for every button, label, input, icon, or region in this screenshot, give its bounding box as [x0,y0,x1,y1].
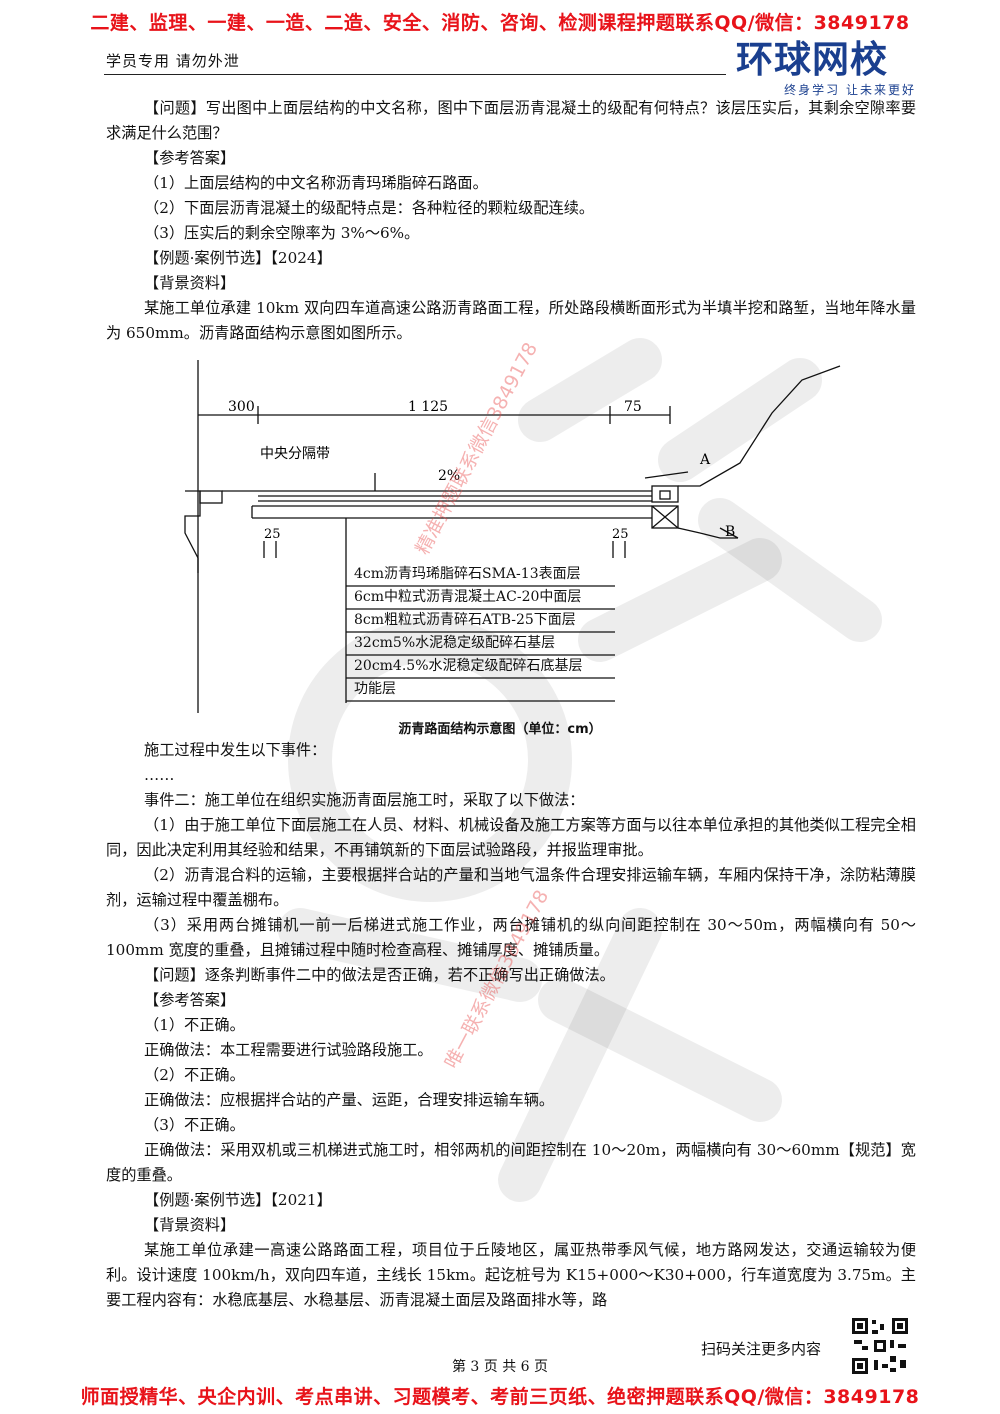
event-item: （2）沥青混合料的运输，主要根据拌合站的产量和当地气温条件合理安排运输车辆，车厢… [106,866,916,909]
answer-item: （1）不正确。 [144,1016,245,1034]
slope-label: 2% [438,468,460,484]
layer-label: 20cm4.5%水泥稳定级配碎石底基层 [354,658,583,674]
pavement-structure-diagram: 300 1 125 75 中央分隔带 2% A B 25 25 4cm沥青玛琋脂… [140,358,860,738]
offset-right-label: 25 [612,527,629,542]
page-number: 第 3 页 共 6 页 [451,1359,549,1375]
correct-practice: 正确做法：本工程需要进行试验路段施工。 [144,1041,433,1059]
answer-label: 【参考答案】 [144,149,236,167]
qr-code-icon[interactable] [850,1316,910,1376]
section-events: 施工过程中发生以下事件： …… 事件二：施工单位在组织实施沥青面层施工时，采取了… [106,738,916,1313]
example-heading: 【例题·案例节选】【2024】 [144,249,332,267]
correct-practice: 正确做法：应根据拌合站的产量、运距，合理安排运输车辆。 [144,1091,555,1109]
background-label: 【背景资料】 [144,274,236,292]
bottom-promo-banner: 师面授精华、央企内训、考点串讲、习题模考、考前三页纸、绝密押题联系QQ/微信：3… [80,1386,920,1408]
event-heading: 事件二：施工单位在组织实施沥青面层施工时，采取了以下做法： [144,791,585,809]
layer-label: 32cm5%水泥稳定级配碎石基层 [354,635,556,651]
header-confidential-note: 学员专用 请勿外泄 [106,52,240,70]
dim-left-label: 300 [228,399,255,415]
top-promo-banner: 二建、监理、一建、一造、二造、安全、消防、咨询、检测课程押题联系QQ/微信：38… [90,12,910,34]
pavement-cross-section: 300 1 125 75 中央分隔带 2% A B 25 25 [184,360,841,713]
label-a: A [699,452,711,468]
dim-right-label: 75 [624,399,642,415]
answer-label: 【参考答案】 [144,991,236,1009]
scan-prompt: 扫码关注更多内容 [701,1340,822,1358]
layer-label: 8cm粗粒式沥青碎石ATB-25下面层 [354,612,576,628]
dim-mid-label: 1 125 [408,399,448,415]
correct-practice: 正确做法：采用双机或三机梯进式施工时，相邻两机的间距控制在 10～20m，两幅横… [106,1141,916,1184]
answer-item: （2）不正确。 [144,1066,245,1084]
section-question-1: 【问题】写出图中上面层结构的中文名称，图中下面层沥青混凝土的级配有何特点？该层压… [106,96,916,346]
layer-label: 6cm中粒式沥青混凝土AC-20中面层 [354,589,582,605]
ellipsis: …… [144,766,175,784]
background-text: 某施工单位承建一高速公路路面工程，项目位于丘陵地区，属亚热带季风气候，地方路网发… [106,1241,916,1309]
logo-slogan: 终身学习 让未来更好 [784,83,916,97]
background-label: 【背景资料】 [144,1216,236,1234]
events-intro: 施工过程中发生以下事件： [144,741,327,759]
example-heading: 【例题·案例节选】【2021】 [144,1191,332,1209]
brand-logo: 环球网校 终身学习 让未来更好 [736,40,916,98]
answer-item: （2）下面层沥青混凝土的级配特点是：各种粒径的颗粒级配连续。 [144,199,595,217]
event-item: （1）由于施工单位下面层施工在人员、材料、机械设备及施工方案等方面与以往本单位承… [106,816,916,859]
answer-item: （3）不正确。 [144,1116,245,1134]
event-item: （3）采用两台摊铺机一前一后梯进式施工作业，两台摊铺机的纵向间距控制在 30～5… [106,916,916,959]
median-label: 中央分隔带 [260,446,330,462]
question-text: 【问题】写出图中上面层结构的中文名称，图中下面层沥青混凝土的级配有何特点？该层压… [106,99,916,142]
answer-item: （1）上面层结构的中文名称沥青玛琋脂碎石路面。 [144,174,488,192]
header-divider [104,74,726,75]
offset-left-label: 25 [264,527,281,542]
figure-caption: 沥青路面结构示意图（单位：cm） [398,722,602,737]
layer-label: 功能层 [354,681,396,697]
answer-item: （3）压实后的剩余空隙率为 3%～6%。 [144,224,420,242]
question-text: 【问题】逐条判断事件二中的做法是否正确，若不正确写出正确做法。 [144,966,615,984]
logo-text: 环球网校 [736,38,888,81]
layer-label: 4cm沥青玛琋脂碎石SMA-13表面层 [354,566,581,582]
background-text: 某施工单位承建 10km 双向四车道高速公路沥青路面工程，所处路段横断面形式为半… [106,299,916,342]
label-b: B [725,524,735,540]
